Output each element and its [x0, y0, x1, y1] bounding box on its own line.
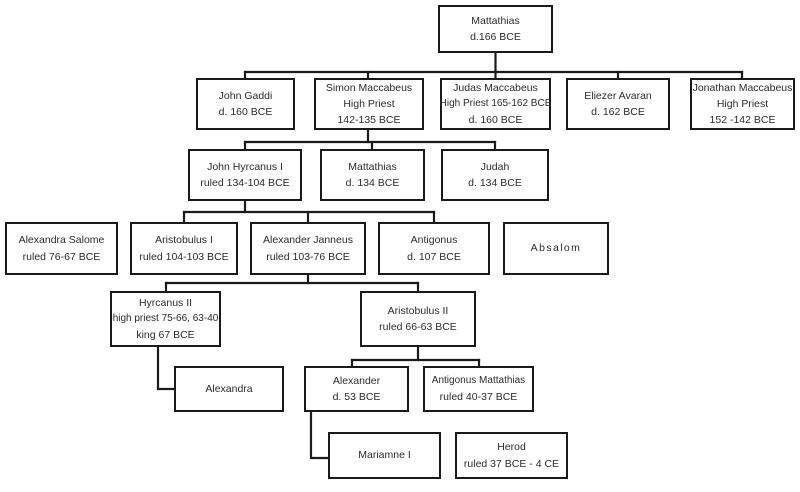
node-mariamne-i-line1: Mariamne I [358, 449, 411, 462]
node-mattathias-2[interactable]: Mattathias d. 134 BCE [320, 149, 425, 201]
node-antigonus-mattathias-line2: ruled 40-37 BCE [439, 390, 518, 403]
node-herod-line1: Herod [497, 441, 526, 454]
node-hyrcanus-ii[interactable]: Hyrcanus II high priest 75-66, 63-40 kin… [110, 291, 221, 347]
node-alexander[interactable]: Alexander d. 53 BCE [304, 366, 409, 412]
node-john-hyrcanus-i[interactable]: John Hyrcanus I ruled 134-104 BCE [188, 149, 302, 201]
node-antigonus[interactable]: Antigonus d. 107 BCE [378, 222, 490, 275]
node-herod[interactable]: Herod ruled 37 BCE - 4 CE [455, 432, 568, 479]
node-antigonus-line1: Antigonus [410, 234, 458, 247]
node-alexandra-line1: Alexandra [205, 382, 253, 395]
node-john-gaddi-line2: d. 160 BCE [218, 106, 273, 118]
node-john-hyrcanus-i-line1: John Hyrcanus I [207, 160, 283, 173]
node-aristobulus-ii[interactable]: Aristobulus II ruled 66-63 BCE [360, 291, 476, 347]
node-jonathan-maccabeus[interactable]: Jonathan Maccabeus High Priest 152 -142 … [690, 78, 795, 130]
node-john-gaddi[interactable]: John Gaddi d. 160 BCE [196, 78, 295, 130]
node-antigonus-line2: d. 107 BCE [407, 250, 461, 263]
node-alexandra[interactable]: Alexandra [174, 366, 284, 412]
node-antigonus-mattathias[interactable]: Antigonus Mattathias ruled 40-37 BCE [423, 366, 534, 412]
node-judah[interactable]: Judah d. 134 BCE [441, 149, 549, 201]
node-hyrcanus-ii-line3: king 67 BCE [136, 328, 195, 341]
node-aristobulus-i[interactable]: Aristobulus I ruled 104-103 BCE [130, 222, 238, 275]
node-absalom-line1: Absalom [530, 242, 582, 255]
node-alexander-line2: d. 53 BCE [332, 391, 381, 403]
node-herod-line2: ruled 37 BCE - 4 CE [463, 457, 560, 470]
node-john-gaddi-line1: John Gaddi [218, 89, 273, 102]
node-judas-maccabeus-line2: High Priest 165-162 BCE [439, 98, 552, 110]
node-aristobulus-i-line1: Aristobulus I [155, 234, 213, 247]
node-mattathias-line1: Mattathias [471, 14, 520, 27]
node-judas-maccabeus[interactable]: Judas Maccabeus High Priest 165-162 BCE … [440, 78, 551, 130]
node-jonathan-maccabeus-line1: Jonathan Maccabeus [692, 81, 793, 94]
node-eliezer-avaran-line2: d. 162 BCE [591, 106, 645, 118]
node-alexander-janneus-line1: Alexander Janneus [263, 234, 353, 247]
node-judah-line2: d. 134 BCE [468, 177, 522, 189]
node-simon-maccabeus[interactable]: Simon Maccabeus High Priest 142-135 BCE [314, 78, 424, 130]
node-aristobulus-ii-line1: Aristobulus II [387, 304, 449, 317]
node-mattathias[interactable]: Mattathias d.166 BCE [438, 5, 553, 53]
node-eliezer-avaran-line1: Eliezer Avaran [584, 89, 652, 102]
node-simon-maccabeus-line2: High Priest [343, 97, 395, 110]
node-jonathan-maccabeus-line3: 152 -142 BCE [709, 114, 776, 127]
node-eliezer-avaran[interactable]: Eliezer Avaran d. 162 BCE [566, 78, 670, 130]
node-mariamne-i[interactable]: Mariamne I [328, 432, 441, 479]
node-alexander-janneus[interactable]: Alexander Janneus ruled 103-76 BCE [250, 222, 366, 275]
node-simon-maccabeus-line1: Simon Maccabeus [325, 81, 413, 94]
node-judah-line1: Judah [480, 160, 510, 173]
node-simon-maccabeus-line3: 142-135 BCE [337, 114, 401, 127]
wire-hyrcanus-ii-to-alexandra [156, 345, 176, 391]
node-aristobulus-ii-line2: ruled 66-63 BCE [379, 321, 457, 333]
node-mattathias-2-line2: d. 134 BCE [345, 177, 400, 189]
node-alexandra-salome[interactable]: Alexandra Salome ruled 76-67 BCE [5, 222, 118, 275]
node-mattathias-2-line1: Mattathias [348, 160, 397, 173]
node-jonathan-maccabeus-line2: High Priest [716, 97, 769, 110]
node-judas-maccabeus-line1: Judas Maccabeus [453, 81, 538, 94]
node-antigonus-mattathias-line1: Antigonus Mattathias [431, 375, 526, 387]
node-alexandra-salome-line2: ruled 76-67 BCE [22, 250, 101, 263]
node-hyrcanus-ii-line2: high priest 75-66, 63-40 [112, 313, 219, 325]
node-mattathias-line2: d.166 BCE [470, 31, 521, 43]
node-alexandra-salome-line1: Alexandra Salome [18, 234, 105, 247]
node-john-hyrcanus-i-line2: ruled 134-104 BCE [200, 177, 290, 189]
node-alexander-line1: Alexander [332, 374, 381, 387]
wire-alexander-to-mariamne [309, 410, 330, 460]
node-aristobulus-i-line2: ruled 104-103 BCE [139, 250, 229, 263]
node-absalom[interactable]: Absalom [503, 222, 609, 275]
node-judas-maccabeus-line3: d. 160 BCE [468, 113, 523, 126]
node-hyrcanus-ii-line1: Hyrcanus II [138, 296, 193, 309]
node-alexander-janneus-line2: ruled 103-76 BCE [266, 250, 350, 263]
